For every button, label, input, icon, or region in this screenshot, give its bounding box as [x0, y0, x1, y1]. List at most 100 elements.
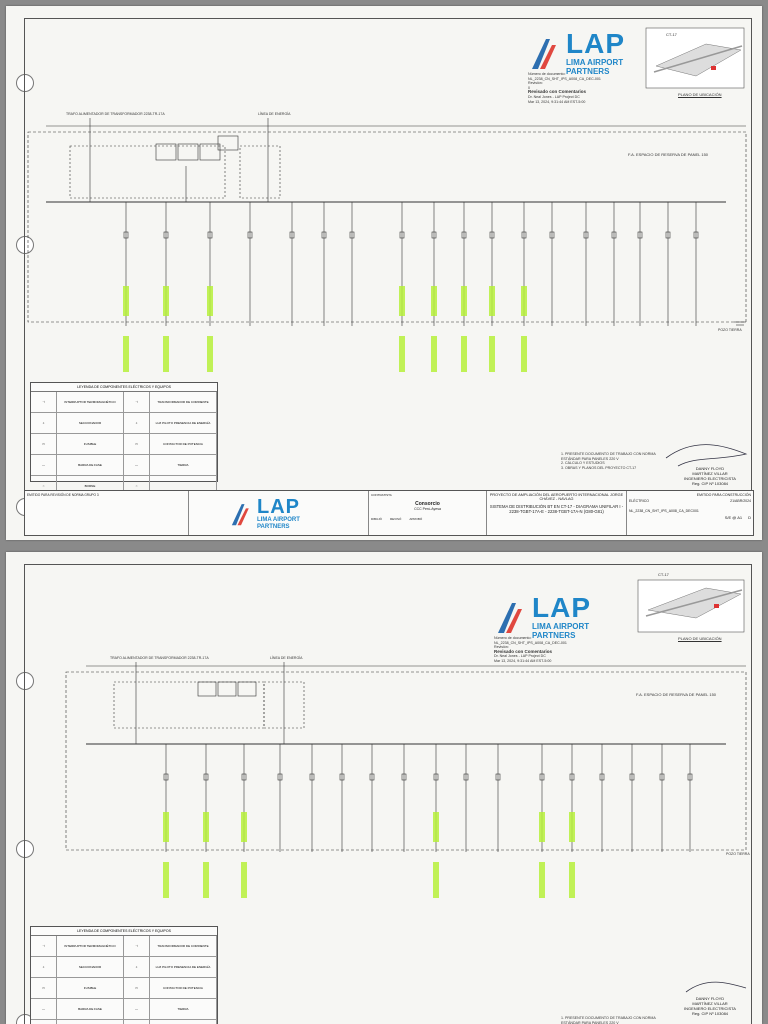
- legend-symbol-icon: ⊣: [31, 936, 58, 957]
- highlight-marker: [521, 336, 527, 372]
- legend-label: INTERRUPTOR TERMOMAGNÉTICO: [57, 936, 124, 957]
- legend-label: TIERRA: [150, 455, 217, 476]
- tb-date: 21/ABR/2024: [730, 499, 751, 503]
- review-doc-label: Número de documento:: [528, 72, 566, 76]
- highlight-marker: [539, 862, 545, 898]
- engineer-title: INGENIERO ELECTRICISTA: [684, 476, 736, 481]
- tb-titles: PROYECTO DE AMPLIACIÓN DEL AEROPUERTO IN…: [487, 491, 627, 535]
- tb-role-3: APROBÓ: [409, 517, 423, 521]
- location-plan-label-2: PLANO DE UBICACIÓN: [678, 636, 722, 641]
- legend-symbol-icon: ⌽: [31, 413, 58, 434]
- legend-label: INTERRUPTOR TERMOMAGNÉTICO: [57, 392, 124, 413]
- highlight-marker: [123, 336, 129, 372]
- breaker-symbol: [521, 231, 527, 239]
- legend-grid-2: ⊣INTERRUPTOR TERMOMAGNÉTICO⊣TRANSFORMADO…: [31, 936, 217, 1024]
- highlight-marker: [207, 286, 213, 316]
- tb-role-2: REVISÓ: [390, 517, 402, 521]
- highlight-marker: [569, 862, 575, 898]
- breaker-symbol: [433, 773, 439, 781]
- tb-revisions: EMITIDO PARA REVISIÓN DE NORMA GRUPO 3: [25, 491, 189, 535]
- tb-lap-logo-line1: LIMA AIRPORT: [257, 517, 300, 523]
- feeder-a-label-2: TRAFO ALIMENTADOR DE TRANSFORMADOR 2238-…: [110, 656, 209, 660]
- legend-label: FUSIBLE: [57, 434, 124, 455]
- binder-hole: [16, 74, 34, 92]
- note-1: 1. PRESENTE DOCUMENTO DE TRABAJO CON NOR…: [561, 452, 656, 461]
- legend-label: SECCIONADOR: [57, 957, 124, 978]
- breaker-symbol: [247, 231, 253, 239]
- review-date-2: Mar 13, 2024, 9:31:44 AM EST-5:00: [494, 658, 552, 663]
- tb-discipline: ELÉCTRICO: [629, 499, 650, 503]
- engineer-reg: Reg. CIP Nº 103084: [691, 481, 729, 486]
- breaker-symbol: [611, 231, 617, 239]
- review-doc-label-2: Número de documento:: [494, 636, 532, 640]
- breaker-symbol: [349, 231, 355, 239]
- review-doc-number-2: NL_2238_CN_SHT_IPS_A008_CA_DEC-001: [494, 640, 567, 645]
- tb-lap-logo: LAP LIMA AIRPORT PARTNERS: [229, 497, 300, 531]
- review-revision-label: Revisión:: [528, 81, 543, 86]
- review-status-2: Revisado con Comentarios: [494, 648, 553, 654]
- breaker-symbol: [369, 773, 375, 781]
- breaker-symbol: [463, 773, 469, 781]
- legend-table-2: LEYENDA DE COMPONENTES ELÉCTRICOS Y EQUI…: [30, 926, 218, 1024]
- feeder-b-label: LÍNEA DE ENERGÍA: [258, 112, 291, 116]
- breaker-symbol: [659, 773, 665, 781]
- engineer-name-1-2: DANNY FLOYD: [695, 996, 725, 1001]
- legend-label: LUZ PILOTO PRESENCIA DE ENERGÍA: [150, 957, 217, 978]
- breaker-symbol: [637, 231, 643, 239]
- lap-logo-line1: LIMA AIRPORT: [566, 58, 624, 67]
- breaker-symbol: [123, 231, 129, 239]
- drawing-sheet-1: LAP LIMA AIRPORT PARTNERS Número de docu…: [6, 6, 762, 540]
- legend-table: LEYENDA DE COMPONENTES ELÉCTRICOS Y EQUI…: [30, 382, 218, 497]
- highlight-marker: [207, 336, 213, 372]
- breaker-symbol: [241, 773, 247, 781]
- engineer-reg-2: Reg. CIP Nº 103084: [691, 1011, 729, 1016]
- legend-symbol-icon: ⊣: [123, 392, 151, 413]
- lap-logo-line2: PARTNERS: [566, 67, 610, 76]
- tb-contractor-label: CONTRATISTA: [371, 493, 392, 497]
- legend-symbol-icon: ▭: [31, 434, 58, 455]
- highlight-marker: [539, 812, 545, 842]
- tb-lap-logo-line2: PARTNERS: [257, 524, 290, 530]
- tb-logo-cell: LAP LIMA AIRPORT PARTNERS: [189, 491, 369, 535]
- tb-meta: EMITIDO PARA CONSTRUCCIÓN ELÉCTRICO 21/A…: [627, 491, 753, 535]
- legend-symbol-icon: ▭: [123, 434, 151, 455]
- legend-label: LUZ PILOTO PRESENCIA DE ENERGÍA: [150, 413, 217, 434]
- legend-title: LEYENDA DE COMPONENTES ELÉCTRICOS Y EQUI…: [31, 383, 217, 392]
- legend-label: BARRA DE FASE: [57, 999, 124, 1020]
- breaker-symbol: [401, 773, 407, 781]
- location-plan-label: PLANO DE UBICACIÓN: [678, 92, 722, 97]
- breaker-symbol: [277, 773, 283, 781]
- breaker-symbol: [539, 773, 545, 781]
- breaker-symbol: [495, 773, 501, 781]
- legend-symbol-icon: ○: [124, 1020, 151, 1024]
- tb-company: Consorcio: [415, 501, 440, 507]
- highlight-marker: [461, 336, 467, 372]
- breaker-symbol: [583, 231, 589, 239]
- legend-symbol-icon: ⌽: [123, 413, 151, 434]
- drawing-frame: [24, 564, 752, 1024]
- legend-label: BARRA DE FASE: [57, 455, 124, 476]
- drawing-sheet-2: LAP LIMA AIRPORT PARTNERS Número de docu…: [6, 552, 762, 1024]
- legend-label: TRANSFORMADOR DE CORRIENTE: [150, 392, 217, 413]
- legend-label: [150, 1020, 217, 1024]
- highlight-marker: [163, 286, 169, 316]
- title-block: EMITIDO PARA REVISIÓN DE NORMA GRUPO 3 L…: [24, 490, 754, 536]
- breaker-symbol: [687, 773, 693, 781]
- tb-lap-logo-mark-icon: [231, 504, 249, 526]
- breaker-symbol: [599, 773, 605, 781]
- highlight-marker: [203, 862, 209, 898]
- highlight-marker: [489, 286, 495, 316]
- note-3: 3. OBRAS Y PLANOS DEL PROYECTO CT-17: [561, 465, 637, 470]
- engineer-name-2: MARTÍNEZ VILLAR: [692, 471, 728, 476]
- review-date: Mar 13, 2024, 9:31:44 AM EST-5:00: [528, 99, 586, 104]
- legend-title-2: LEYENDA DE COMPONENTES ELÉCTRICOS Y EQUI…: [31, 927, 217, 936]
- legend-label: SECCIONADOR: [57, 413, 124, 434]
- highlight-marker: [461, 286, 467, 316]
- tb-revision: D: [748, 515, 751, 520]
- highlight-marker: [431, 286, 437, 316]
- breaker-symbol: [399, 231, 405, 239]
- breaker-symbol: [693, 231, 699, 239]
- highlight-marker: [203, 812, 209, 842]
- legend-symbol-icon: ⌽: [123, 957, 151, 978]
- highlight-marker: [163, 812, 169, 842]
